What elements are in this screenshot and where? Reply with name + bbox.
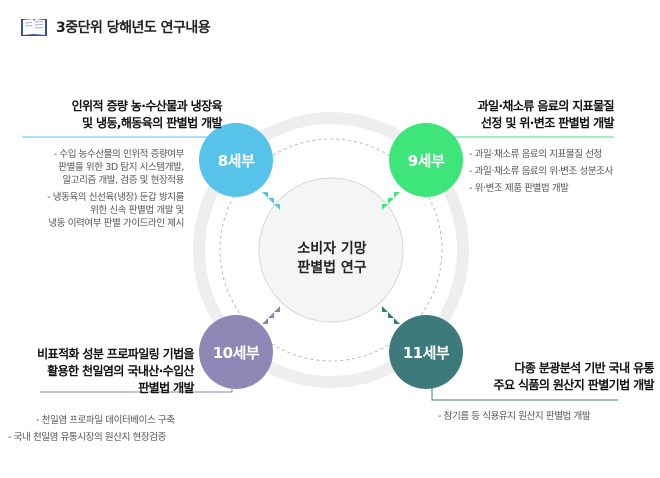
- item-8-2: - 냉동육의 신선육(냉장) 둔갑 방지를 위한 신속 판별법 개발 및 냉동 …: [47, 192, 184, 229]
- title-10: 비표적화 성분 프로파일링 기법을 활용한 천일염의 국내산·수입산 판별법 개…: [37, 347, 195, 395]
- circle-11: [389, 315, 463, 389]
- item-10-1: - 천일염 프로파일 데이터베이스 구축: [36, 415, 175, 426]
- item-9-2: - 과일·채소류 음료의 위·변조 성분조사: [469, 166, 613, 177]
- label-8: 8세부: [217, 152, 255, 170]
- page-header: 3중단위 당해년도 연구내용: [20, 12, 211, 42]
- chevrons-9: [382, 192, 400, 210]
- items-10: - 천일염 프로파일 데이터베이스 구축 - 국내 천일염 유통시장의 원산지 …: [8, 414, 218, 448]
- title-9: 과일·채소류 음료의 지표물질 선정 및 위·변조 판별법 개발: [477, 99, 615, 130]
- center-line1: 소비자 기망: [297, 241, 367, 257]
- chevrons-8: [262, 192, 280, 210]
- book-icon: [21, 19, 47, 36]
- title-8: 인위적 증량 농·수산물과 냉장육 및 냉동,해동육의 판별법 개발: [71, 99, 223, 130]
- label-9: 9세부: [407, 152, 445, 170]
- page-title: 3중단위 당해년도 연구내용: [56, 20, 211, 36]
- item-8-1: - 수입 농수산물의 인위적 증량여부 판별을 위한 3D 탐지 시스템개발, …: [53, 149, 185, 186]
- item-9-1: - 과일·채소류 음료의 지표물질 선정: [469, 149, 602, 160]
- center-circle: [258, 177, 404, 323]
- center-text: 소비자 기망 판별법 연구: [262, 240, 402, 278]
- dashed-ring: [219, 138, 443, 362]
- circle-9: [389, 123, 463, 197]
- connector-8: [22, 136, 233, 146]
- item-11-1: - 참기름 등 식용유지 원산지 판별법 개발: [438, 411, 591, 422]
- circle-10: [199, 315, 273, 389]
- item-9-3: - 위·변조 제품 판별법 개발: [469, 183, 569, 194]
- label-11: 11세부: [402, 344, 450, 362]
- circle-8: [199, 123, 273, 197]
- items-9: - 과일·채소류 음료의 지표물질 선정 - 과일·채소류 음료의 위·변조 성…: [469, 148, 655, 199]
- item-10-2: - 국내 천일염 유통시장의 원산지 현장검증: [8, 432, 166, 443]
- items-11: - 참기름 등 식용유지 원산지 판별법 개발: [438, 410, 638, 427]
- title-11: 다종 분광분석 기반 국내 유통 주요 식품의 원산지 판별기법 개발: [493, 361, 655, 392]
- items-8: - 수입 농수산물의 인위적 증량여부 판별을 위한 3D 탐지 시스템개발, …: [4, 148, 184, 234]
- label-10: 10세부: [212, 344, 260, 362]
- chevrons-10: [262, 306, 280, 324]
- center-line2: 판별법 연구: [297, 260, 367, 276]
- chevrons-11: [382, 306, 400, 324]
- outer-ring: [193, 112, 469, 388]
